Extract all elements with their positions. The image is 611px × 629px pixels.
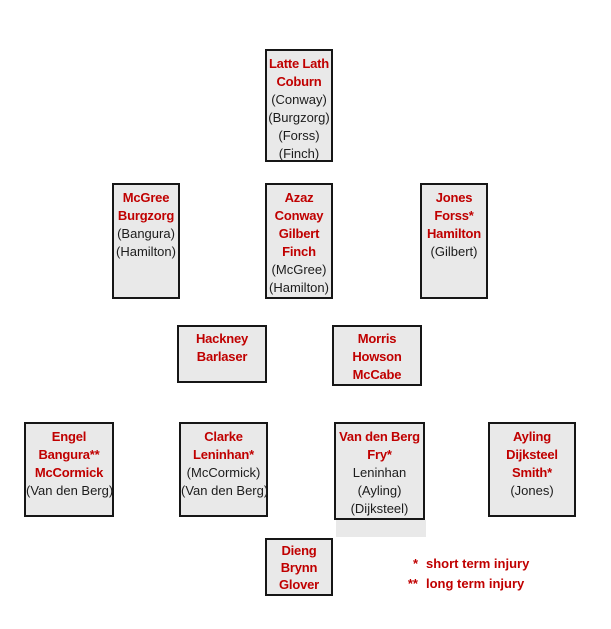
starter-name: Clarke — [204, 429, 243, 444]
starter-name: Dijksteel — [506, 447, 558, 462]
starter-name: Coburn — [276, 74, 322, 89]
backup-name: (Burgzorg) — [268, 110, 330, 125]
starter-name: Latte Lath — [268, 56, 330, 71]
starter-name: Azaz — [284, 190, 314, 205]
starter-name: Leninhan* — [192, 447, 255, 462]
starter-name: Engel — [51, 429, 87, 444]
backup-name: (Gilbert) — [430, 244, 478, 259]
backup-name: (Dijksteel) — [350, 501, 409, 516]
backup-name: (Ayling) — [357, 483, 402, 498]
legend-item-long-term: ** long term injury — [396, 574, 529, 594]
starter-name: Finch — [282, 244, 316, 259]
starter-name: McGree — [122, 190, 170, 205]
backup-name: Leninhan — [352, 465, 407, 480]
starter-name: Van den Berg — [339, 429, 420, 444]
depth-box-right-back: Ayling Dijksteel Smith* (Jones) — [488, 422, 576, 517]
backup-name: (Hamilton) — [269, 280, 329, 295]
starter-name: Ayling — [512, 429, 552, 444]
starter-name: Brynn — [280, 560, 318, 575]
starter-name: Barlaser — [196, 349, 248, 364]
starter-name: Hamilton — [426, 226, 481, 241]
backup-name: (Forss) — [278, 128, 320, 143]
depth-box-right-wing: Jones Forss* Hamilton (Gilbert) — [420, 183, 488, 299]
depth-box-left-back: Engel Bangura** McCormick (Van den Berg) — [24, 422, 114, 517]
legend-label: short term injury — [426, 556, 530, 571]
backup-name: (Bangura) — [117, 226, 175, 241]
depth-box-centre-back-right: Van den Berg Fry* Leninhan (Ayling) (Dij… — [334, 422, 425, 520]
depth-box-midfield-right: Morris Howson McCabe — [332, 325, 422, 386]
starter-name: McCormick — [34, 465, 104, 480]
backup-name: (McCormick) — [186, 465, 261, 480]
starter-name: Glover — [279, 577, 319, 592]
starter-name: Howson — [352, 349, 402, 364]
starter-name: McCabe — [352, 367, 402, 382]
starter-name: Smith* — [512, 465, 552, 480]
backup-name: (Hamilton) — [116, 244, 176, 259]
starter-name: Forss* — [434, 208, 474, 223]
backup-name: (Jones) — [510, 483, 554, 498]
starter-name: Dieng — [281, 543, 317, 558]
starter-name: Burgzorg — [117, 208, 175, 223]
legend-marker: ** — [407, 576, 418, 591]
legend-marker: * — [412, 556, 418, 571]
starter-name: Hackney — [195, 331, 249, 346]
starter-name: Gilbert — [278, 226, 320, 241]
depth-box-centre-back-left: Clarke Leninhan* (McCormick) (Van den Be… — [179, 422, 268, 517]
backup-name: (Conway) — [271, 92, 327, 107]
legend-label: long term injury — [426, 576, 525, 591]
depth-box-attacking-mid: Azaz Conway Gilbert Finch (McGree) (Hami… — [265, 183, 333, 299]
starter-name: Morris — [357, 331, 397, 346]
backup-name: (Finch) — [278, 146, 320, 161]
backup-name: (Van den Berg) — [26, 483, 114, 498]
legend-item-short-term: * short term injury — [396, 554, 529, 574]
depth-box-striker: Latte Lath Coburn (Conway) (Burgzorg) (F… — [265, 49, 333, 162]
starter-name: Fry* — [367, 447, 392, 462]
starter-name: Bangura** — [38, 447, 100, 462]
starter-name: Conway — [274, 208, 324, 223]
depth-box-goalkeeper: Dieng Brynn Glover — [265, 538, 333, 596]
backup-name: (Van den Berg) — [181, 483, 269, 498]
depth-box-midfield-left: Hackney Barlaser — [177, 325, 267, 383]
box-shadow-artifact — [336, 520, 426, 537]
depth-box-left-wing: McGree Burgzorg (Bangura) (Hamilton) — [112, 183, 180, 299]
starter-name: Jones — [435, 190, 473, 205]
backup-name: (McGree) — [271, 262, 327, 277]
injury-legend: * short term injury ** long term injury — [396, 554, 529, 594]
